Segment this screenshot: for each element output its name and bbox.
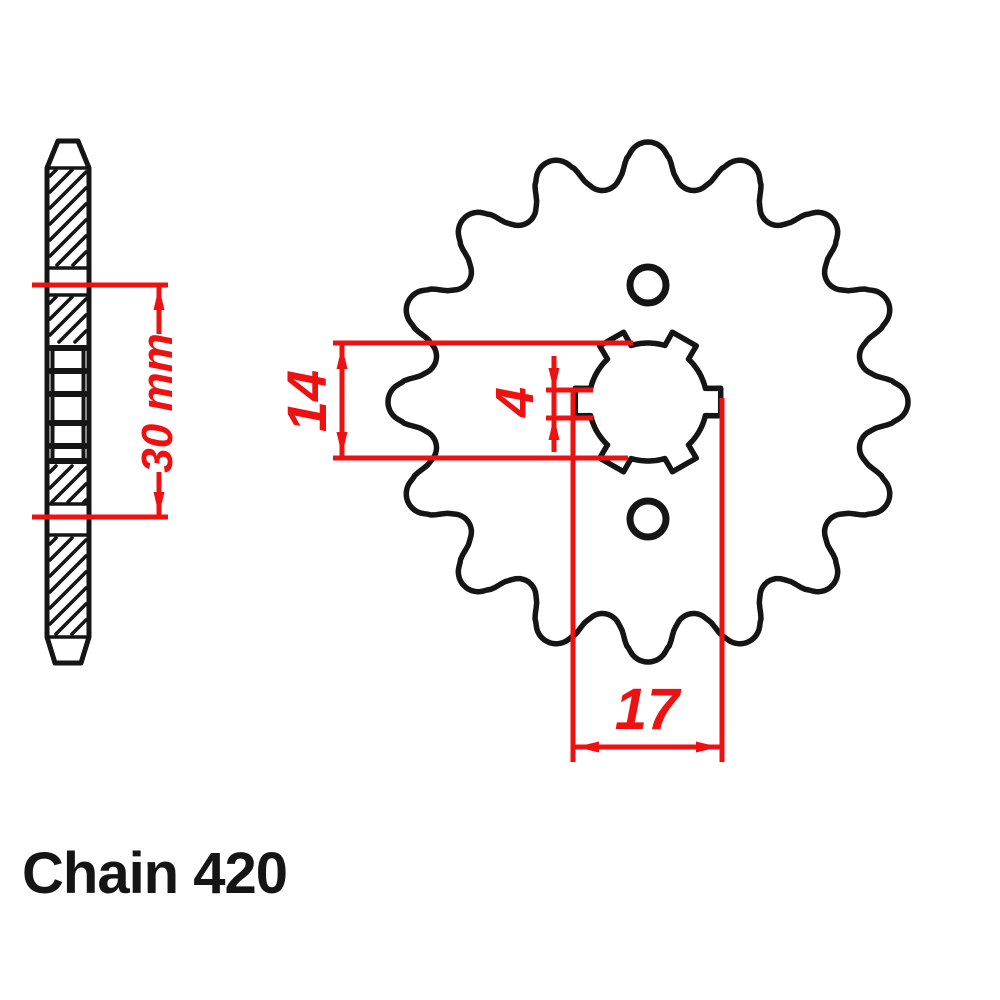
dimension-label-bore-diameter: 14 <box>275 370 338 432</box>
dimension-label-hub-width: 30 mm <box>133 333 182 472</box>
sprocket-side-section-view <box>44 138 92 666</box>
dimension-lines <box>32 282 725 762</box>
dimension-label-spline-groove: 4 <box>485 387 545 418</box>
sprocket-front-view <box>385 139 911 665</box>
dimension-label-spline-outer: 17 <box>615 677 682 742</box>
bolt-hole-upper <box>626 263 670 307</box>
bolt-hole-lower <box>626 497 670 541</box>
chain-size-caption: Chain 420 <box>22 841 288 906</box>
